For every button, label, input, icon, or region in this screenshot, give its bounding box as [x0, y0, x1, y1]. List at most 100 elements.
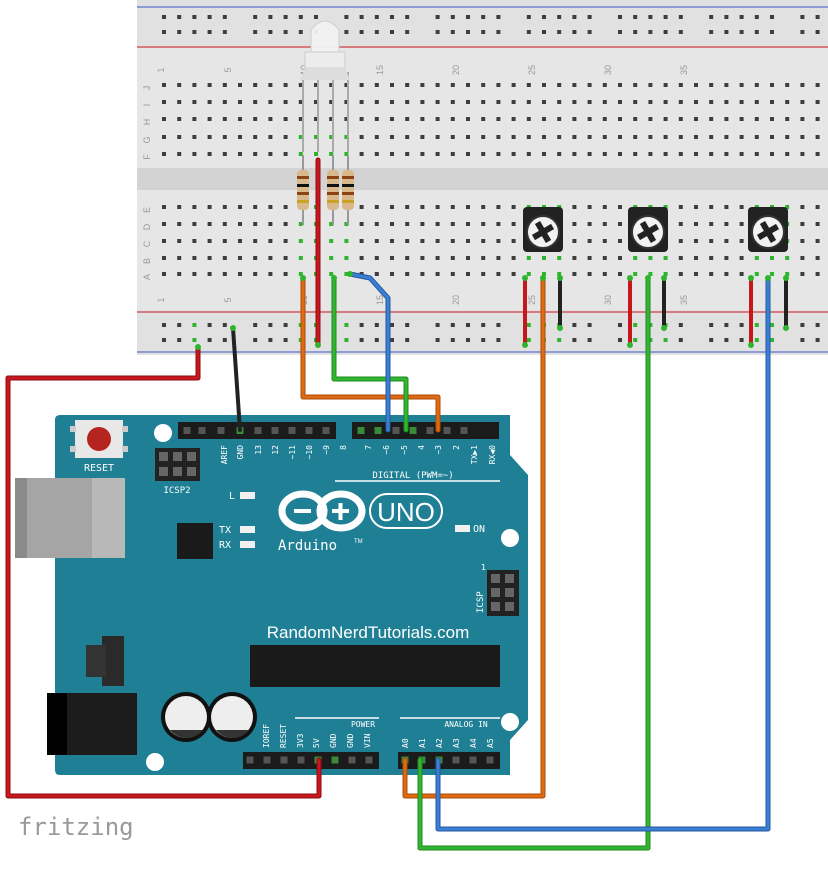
breadboard-hole — [374, 135, 379, 139]
breadboard-hole — [177, 135, 182, 139]
breadboard-hole — [344, 15, 349, 19]
breadboard-hole — [207, 272, 212, 276]
breadboard-hole — [435, 152, 440, 156]
breadboard-hole — [283, 222, 288, 226]
breadboard-hole — [815, 239, 820, 243]
arduino-uno-board: RESET ICSP2 1 ICSP L TX RX ON — [15, 415, 528, 775]
breadboard-hole — [678, 272, 683, 276]
header-socket — [254, 427, 262, 434]
breadboard-hole — [405, 135, 410, 139]
breadboard-hole — [359, 205, 364, 209]
breadboard-hole — [435, 15, 440, 19]
breadboard-hole — [466, 30, 470, 34]
fritzing-watermark: fritzing — [18, 813, 134, 841]
breadboard-hole — [359, 239, 364, 243]
potentiometer[interactable] — [748, 207, 788, 252]
breadboard-hole — [739, 15, 744, 19]
breadboard-hole — [374, 323, 379, 327]
mounting-hole — [154, 424, 172, 442]
breadboard-hole — [785, 152, 790, 156]
row-letter: C — [142, 240, 152, 247]
breadboard-hole — [526, 135, 531, 139]
breadboard-hole — [450, 100, 455, 104]
led-l-label: L — [229, 491, 235, 502]
row-letter: E — [142, 207, 152, 213]
breadboard-hole — [678, 83, 683, 87]
breadboard-hole — [359, 222, 364, 226]
potentiometer[interactable] — [523, 207, 563, 252]
column-number: 25 — [527, 295, 537, 305]
breadboard-hole — [557, 83, 562, 87]
breadboard-hole — [405, 338, 410, 342]
breadboard-hole — [800, 117, 805, 121]
breadboard-hole — [481, 323, 486, 327]
breadboard-hole — [511, 117, 516, 121]
breadboard-hole — [694, 205, 698, 209]
header-socket — [198, 427, 206, 434]
breadboard-hole — [405, 100, 410, 104]
breadboard-hole — [739, 222, 744, 226]
breadboard-hole — [496, 256, 501, 260]
breadboard-hole — [815, 83, 820, 87]
header-socket — [331, 756, 339, 764]
breadboard-hole — [268, 239, 273, 243]
breadboard-hole — [329, 117, 334, 121]
column-number: 30 — [603, 295, 613, 305]
breadboard-hole — [496, 100, 501, 104]
breadboard-hole — [602, 222, 607, 226]
breadboard-hole — [587, 222, 592, 226]
breadboard-hole — [496, 222, 501, 226]
analog-pin-label: A4 — [469, 738, 478, 748]
breadboard-hole — [815, 222, 820, 226]
breadboard-hole — [678, 338, 683, 342]
breadboard-hole — [298, 30, 303, 34]
breadboard-hole — [253, 117, 258, 121]
breadboard-hole — [450, 83, 455, 87]
breadboard-hole — [618, 100, 622, 104]
breadboard-hole — [390, 239, 394, 243]
breadboard-hole — [222, 100, 227, 104]
column-number: 1 — [156, 297, 166, 302]
wire-endpoint — [522, 342, 528, 348]
breadboard-hole — [466, 323, 470, 327]
breadboard-hole — [511, 135, 516, 139]
breadboard-hole — [496, 239, 501, 243]
breadboard-hole — [770, 135, 774, 139]
breadboard-hole — [283, 117, 288, 121]
breadboard-hole — [268, 100, 273, 104]
breadboard-hole — [663, 338, 668, 342]
breadboard-hole — [648, 135, 653, 139]
reset-button[interactable] — [70, 420, 128, 458]
breadboard-hole — [481, 239, 486, 243]
breadboard-hole — [162, 323, 166, 327]
row-letter: B — [142, 258, 152, 264]
breadboard-hole — [162, 152, 166, 156]
breadboard-hole — [283, 256, 288, 260]
breadboard-hole — [602, 117, 607, 121]
breadboard-hole — [450, 135, 455, 139]
breadboard-hole — [678, 239, 683, 243]
breadboard-hole — [283, 15, 288, 19]
power-pin-label: RESET — [279, 724, 288, 748]
breadboard-hole — [572, 135, 577, 139]
breadboard-hole — [435, 256, 440, 260]
breadboard-hole — [374, 15, 379, 19]
breadboard-hole — [754, 256, 759, 260]
breadboard-hole — [177, 117, 182, 121]
arduino-logo-text: Arduino — [278, 538, 337, 554]
breadboard-hole — [496, 272, 501, 276]
breadboard-hole — [724, 30, 729, 34]
breadboard-hole — [785, 256, 790, 260]
breadboard-hole — [268, 30, 273, 34]
breadboard-hole — [709, 239, 714, 243]
breadboard-hole — [298, 15, 303, 19]
breadboard-hole — [724, 338, 729, 342]
breadboard-hole — [602, 152, 607, 156]
breadboard-hole — [420, 272, 425, 276]
breadboard-hole — [162, 205, 166, 209]
potentiometer[interactable] — [628, 207, 668, 252]
breadboard-hole — [648, 272, 653, 276]
breadboard-hole — [314, 117, 318, 121]
power-label: POWER — [351, 720, 375, 729]
column-number: 5 — [223, 297, 233, 302]
